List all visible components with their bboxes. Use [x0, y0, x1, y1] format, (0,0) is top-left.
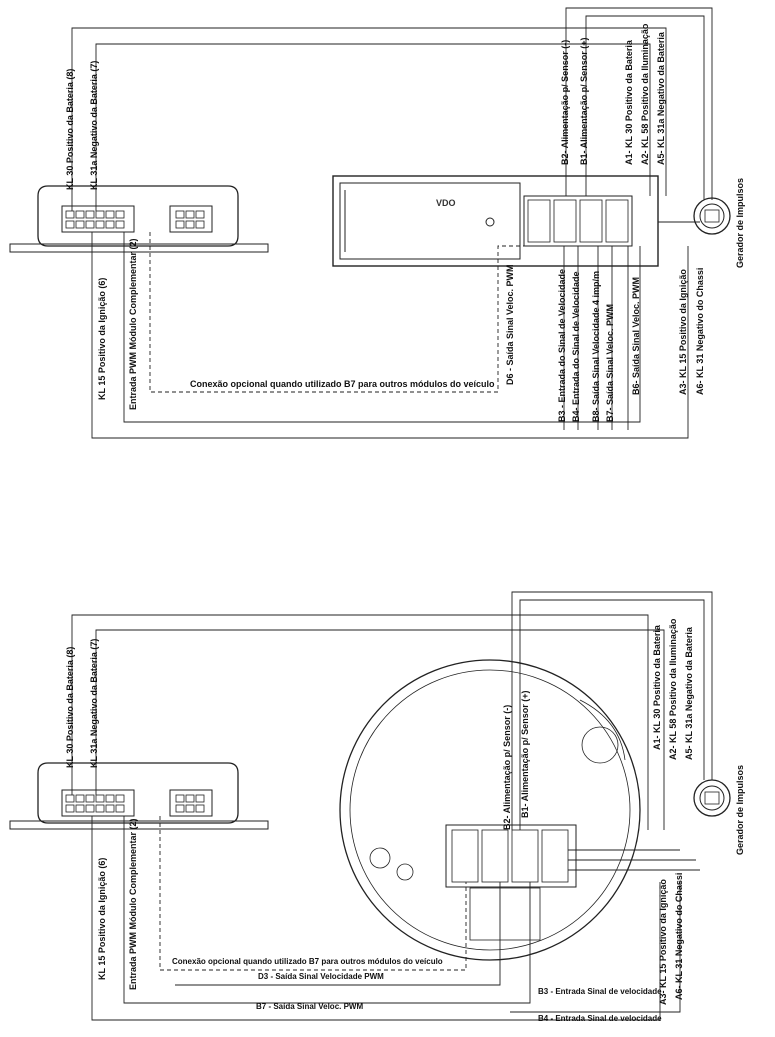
complementary-module-bottom — [9, 762, 269, 830]
label-kl31a-bottom: KL 31a Negativo da Bateria (7) — [89, 638, 99, 768]
label-b8-top: B8- Saída Sinal Velocidade 4 imp/m — [591, 270, 601, 422]
tachograph-unit-top — [332, 175, 659, 267]
vdo-logo: VDO — [436, 198, 456, 208]
pulse-generator-bottom — [693, 779, 731, 817]
label-b4-top: B4- Entrada do Sinal de Velocidade — [571, 271, 581, 422]
label-kl15-top: KL 15 Positivo da Ignição (6) — [97, 277, 107, 400]
label-pwm-in-bottom: Entrada PWM Módulo Complementar (2) — [128, 818, 138, 990]
label-optional-top: Conexão opcional quando utilizado B7 par… — [190, 379, 495, 389]
label-b2-bottom: B2- Alimentação p/ Sensor (-) — [502, 704, 512, 830]
wires-bottom — [71, 591, 713, 1021]
label-pulse-generator-top: Gerador de Impulsos — [735, 177, 745, 268]
wires-top — [71, 7, 713, 439]
label-b4-bottom: B4 - Entrada Sinal de velocidade — [538, 1014, 662, 1023]
label-b3-bottom: B3 - Entrada Sinal de velocidade — [538, 987, 662, 996]
label-pwm-in-top: Entrada PWM Módulo Complementar (2) — [128, 238, 138, 410]
label-kl15-bottom: KL 15 Positivo da Ignição (6) — [97, 857, 107, 980]
label-a6-top: A6- KL 31 Negativo do Chassi — [695, 267, 705, 395]
label-a1-top: A1- KL 30 Positivo da Bateria — [624, 40, 634, 165]
label-b7-top: B7- Saída Sinal Veloc. PWM — [605, 303, 615, 422]
label-b7-bottom: B7 - Saída Sinal Veloc. PWM — [256, 1002, 364, 1011]
label-kl31a-top: KL 31a Negativo da Bateria (7) — [89, 60, 99, 190]
label-optional-bottom: Conexão opcional quando utilizado B7 par… — [172, 957, 443, 966]
label-a1-bottom: A1- KL 30 Positivo da Bateria — [652, 625, 662, 750]
round-tachograph-bottom — [339, 659, 641, 961]
label-a6-bottom: A6- KL 31 Negativo do Chassi — [674, 872, 684, 1000]
label-b1-top: B1- Alimentação p/ Sensor (+) — [579, 37, 589, 165]
label-b1-bottom: B1- Alimentação p/ Sensor (+) — [520, 690, 530, 818]
pulse-generator-top — [693, 197, 731, 235]
label-a2-bottom: A2- KL 58 Positivo da Iluminação — [668, 618, 678, 760]
label-b2-top: B2- Alimentação p/ Sensor (-) — [560, 39, 570, 165]
label-a2-top: A2- KL 58 Positivo da Iluminação — [640, 23, 650, 165]
complementary-module-top — [9, 185, 269, 253]
label-a5-top: A5- KL 31a Negativo da Bateria — [656, 32, 666, 165]
label-d6-top: D6 - Saída Sinal Veloc. PWM — [505, 264, 515, 385]
label-b6-top: B6- Saída Sinal Veloc. PWM — [631, 276, 641, 395]
label-kl30-bottom: KL 30 Positivo da Bateria (8) — [65, 646, 75, 768]
label-pulse-generator-bottom: Gerador de Impulsos — [735, 764, 745, 855]
label-a3-top: A3- KL 15 Positivo da Ignição — [678, 269, 688, 395]
label-a5-bottom: A5- KL 31a Negativo da Bateria — [684, 627, 694, 760]
label-b3-top: B3 - Entrada do Sinal de Velocidade — [557, 268, 567, 422]
label-d3-bottom: D3 - Saída Sinal Velocidade PWM — [258, 972, 384, 981]
label-kl30-top: KL 30 Positivo da Bateria (8) — [65, 68, 75, 190]
